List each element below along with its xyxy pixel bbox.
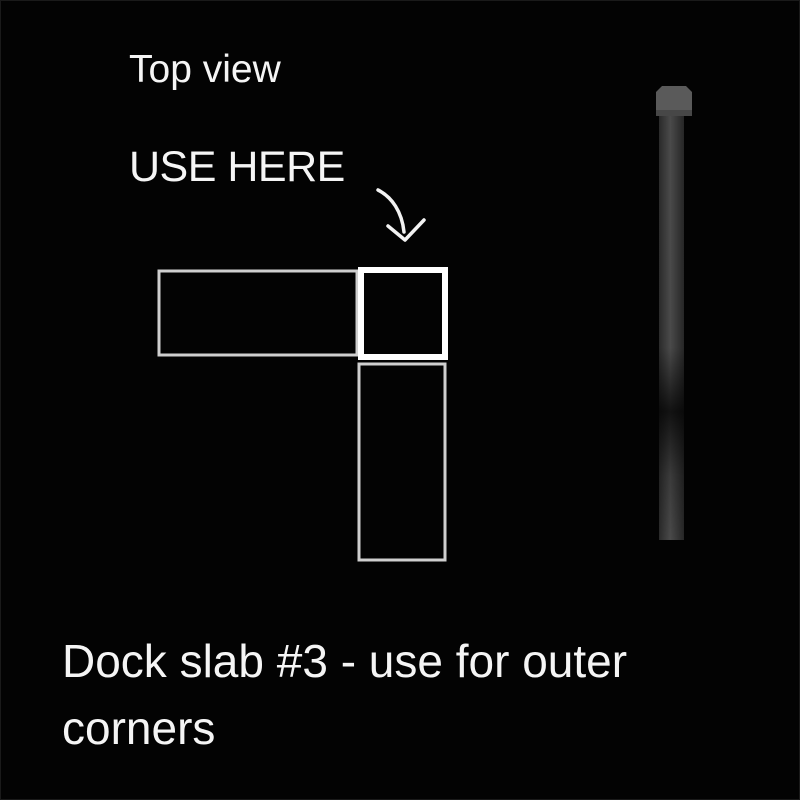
curved-arrow-icon: [376, 188, 426, 242]
dock-post: [656, 86, 692, 540]
vertical-slab: [357, 362, 447, 562]
top-view-label: Top view: [129, 48, 281, 91]
caption: Dock slab #3 - use for outer corners: [62, 635, 628, 754]
horizontal-slab: [157, 269, 359, 357]
use-here-label: USE HERE: [129, 143, 345, 191]
corner-slab-highlighted: [358, 267, 448, 360]
